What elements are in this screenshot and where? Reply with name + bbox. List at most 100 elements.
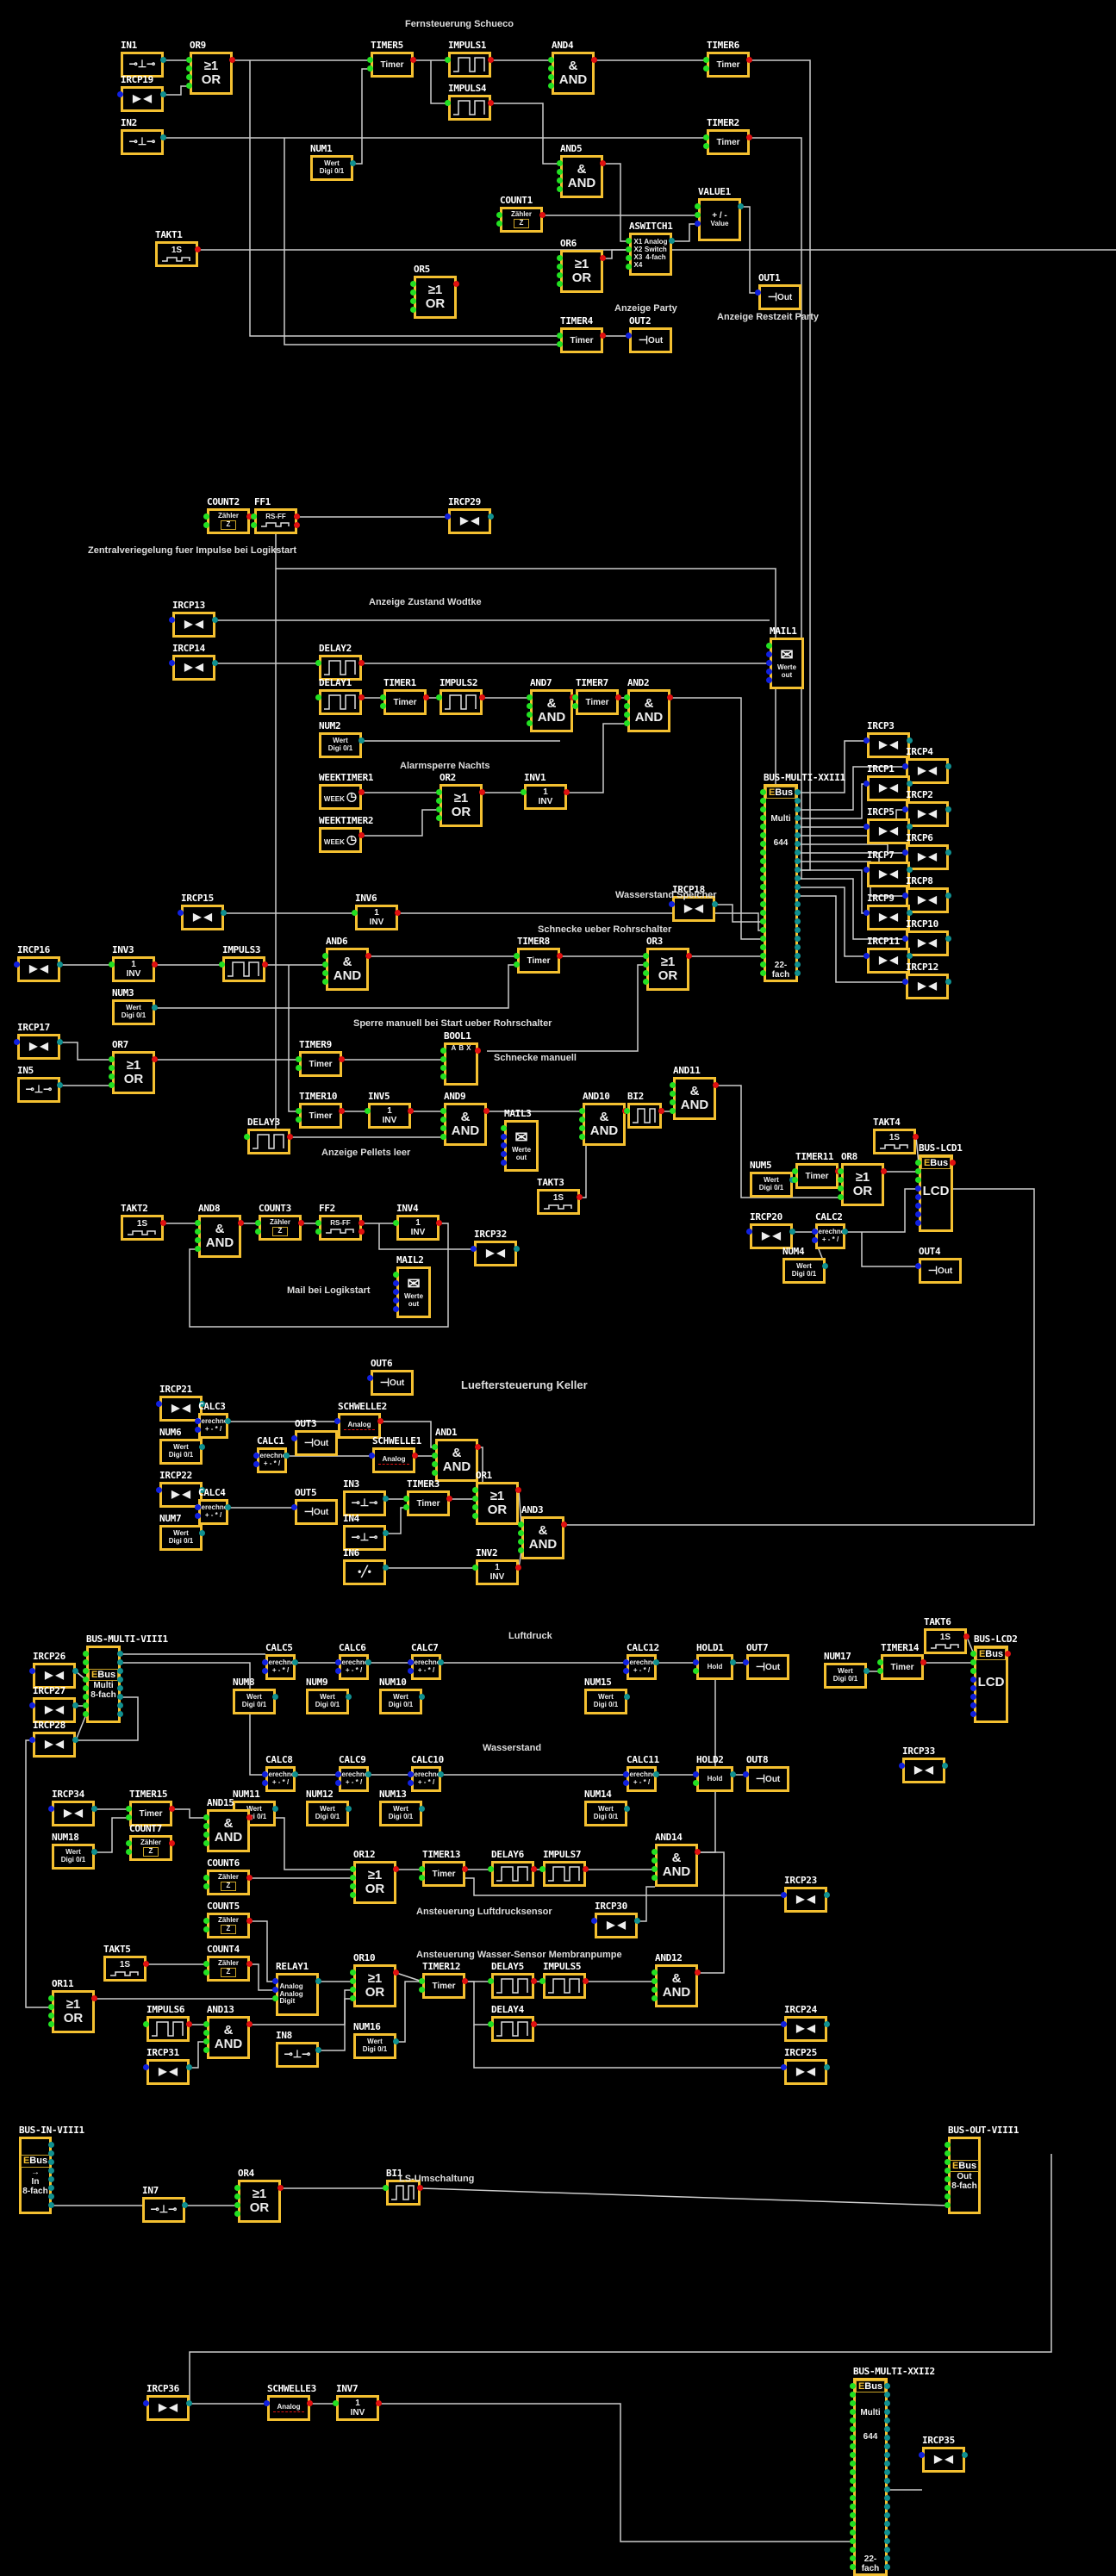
wire[interactable]: [25, 1696, 139, 2008]
pin-ircp11-1[interactable]: [907, 953, 913, 959]
pin-or8-1[interactable]: [838, 1177, 844, 1183]
pin-count5-0[interactable]: [203, 1918, 209, 1924]
pin-and11-2[interactable]: [670, 1099, 676, 1105]
pin-bus-multi-xxii2-2[interactable]: [850, 2392, 856, 2398]
pin-or6-0[interactable]: [557, 255, 563, 261]
pin-ircp34-0[interactable]: [48, 1806, 54, 1812]
block-impuls7[interactable]: [539, 1861, 589, 1887]
pin-bus-multi-xxii1-3[interactable]: [795, 798, 801, 804]
pin-ircp33-0[interactable]: [899, 1763, 905, 1769]
pin-bus-multi-xxii1-39[interactable]: [795, 953, 801, 959]
block-and4[interactable]: &AND: [548, 52, 597, 95]
pin-or1-4[interactable]: [515, 1487, 521, 1493]
pin-ircp15-0[interactable]: [178, 910, 184, 916]
pin-timer6-1[interactable]: [703, 65, 709, 72]
pin-calc11-0[interactable]: [623, 1771, 629, 1777]
block-weektimer1[interactable]: WEEK◷: [319, 784, 365, 810]
pin-bool1-1[interactable]: [440, 1056, 446, 1062]
pin-aswitch1-1[interactable]: [626, 246, 632, 252]
pin-delay5-1[interactable]: [531, 1978, 537, 1984]
pin-takt6-0[interactable]: [963, 1633, 969, 1640]
pin-value1-0[interactable]: [695, 203, 701, 209]
pin-or11-1[interactable]: [48, 2004, 54, 2010]
pin-hold1-0[interactable]: [693, 1659, 699, 1665]
pin-bus-multi-xxii1-38[interactable]: [760, 953, 766, 959]
block-takt2[interactable]: 1S: [121, 1215, 166, 1241]
pin-and9-2[interactable]: [440, 1125, 446, 1131]
pin-or10-3[interactable]: [350, 1995, 356, 2001]
pin-bus-multi-xxii1-37[interactable]: [795, 944, 801, 950]
pin-inv3-0[interactable]: [109, 961, 115, 968]
pin-and2-0[interactable]: [624, 694, 630, 700]
pin-delay3-0[interactable]: [244, 1134, 250, 1140]
block-ff2[interactable]: RS-FF: [315, 1215, 365, 1241]
pin-ircp31-1[interactable]: [186, 2064, 192, 2070]
pin-and5-4[interactable]: [600, 160, 606, 166]
pin-ircp25-0[interactable]: [781, 2064, 787, 2070]
pin-or1-3[interactable]: [472, 1513, 478, 1519]
pin-bus-multi-xxii1-41[interactable]: [795, 961, 801, 968]
pin-bus-multi-xxii2-12[interactable]: [850, 2435, 856, 2441]
pin-takt3-0[interactable]: [577, 1194, 583, 1200]
pin-calc6-1[interactable]: [335, 1668, 341, 1674]
pin-count5-2[interactable]: [246, 1918, 253, 1924]
pin-and11-1[interactable]: [670, 1091, 676, 1097]
pin-calc2-1[interactable]: [812, 1237, 818, 1243]
pin-inv2-1[interactable]: [515, 1565, 521, 1571]
pin-or7-1[interactable]: [109, 1065, 115, 1071]
pin-or5-2[interactable]: [410, 298, 416, 304]
pin-ircp22-1[interactable]: [199, 1487, 205, 1493]
pin-and7-1[interactable]: [527, 703, 533, 709]
pin-and13-3[interactable]: [203, 2047, 209, 2053]
pin-bus-in-viii1-2[interactable]: [48, 2159, 54, 2165]
pin-ircp16-0[interactable]: [14, 961, 20, 968]
pin-or2-1[interactable]: [436, 798, 442, 804]
pin-bus-multi-xxii1-32[interactable]: [760, 927, 766, 933]
pin-timer14-2[interactable]: [920, 1659, 926, 1665]
block-and10[interactable]: &AND: [579, 1103, 628, 1146]
pin-and8-3[interactable]: [195, 1246, 201, 1252]
pin-takt5-0[interactable]: [143, 1961, 149, 1967]
pin-timer2-1[interactable]: [703, 143, 709, 149]
pin-bus-multi-xxii2-5[interactable]: [884, 2400, 890, 2406]
pin-timer13-1[interactable]: [419, 1875, 425, 1881]
pin-bus-multi-xxii2-30[interactable]: [850, 2512, 856, 2518]
pin-ircp5-1[interactable]: [907, 824, 913, 830]
pin-and7-2[interactable]: [527, 712, 533, 718]
pin-bus-lcd2-3[interactable]: [970, 1677, 976, 1683]
block-timer9[interactable]: Timer: [296, 1051, 345, 1077]
pin-schwelle2-0[interactable]: [334, 1418, 340, 1424]
pin-ircp31-0[interactable]: [143, 2064, 149, 2070]
pin-bus-lcd2-0[interactable]: [970, 1651, 976, 1657]
pin-in8-0[interactable]: [315, 2047, 321, 2053]
pin-bus-multi-xxii2-24[interactable]: [850, 2486, 856, 2492]
pin-bus-multi-xxii2-31[interactable]: [884, 2512, 890, 2518]
pin-bus-multi-xxii1-31[interactable]: [795, 918, 801, 924]
block-ff1[interactable]: RS-FF: [251, 508, 300, 534]
pin-hold2-1[interactable]: [693, 1780, 699, 1786]
pin-aswitch1-0[interactable]: [626, 238, 632, 244]
pin-bus-multi-xxii1-35[interactable]: [795, 936, 801, 942]
block-out1[interactable]: ⊣Out: [755, 284, 801, 310]
pin-bus-multi-xxii1-12[interactable]: [760, 841, 766, 847]
block-takt3[interactable]: 1S: [537, 1189, 583, 1215]
pin-bus-multi-xxii2-0[interactable]: [850, 2383, 856, 2389]
wire[interactable]: [798, 783, 867, 819]
pin-bus-multi-xxii2-39[interactable]: [884, 2547, 890, 2553]
block-takt4[interactable]: 1S: [873, 1129, 919, 1154]
block-delay3[interactable]: [244, 1129, 293, 1154]
pin-mail2-4[interactable]: [393, 1306, 399, 1312]
pin-and8-4[interactable]: [238, 1220, 244, 1226]
pin-or3-1[interactable]: [643, 961, 649, 968]
